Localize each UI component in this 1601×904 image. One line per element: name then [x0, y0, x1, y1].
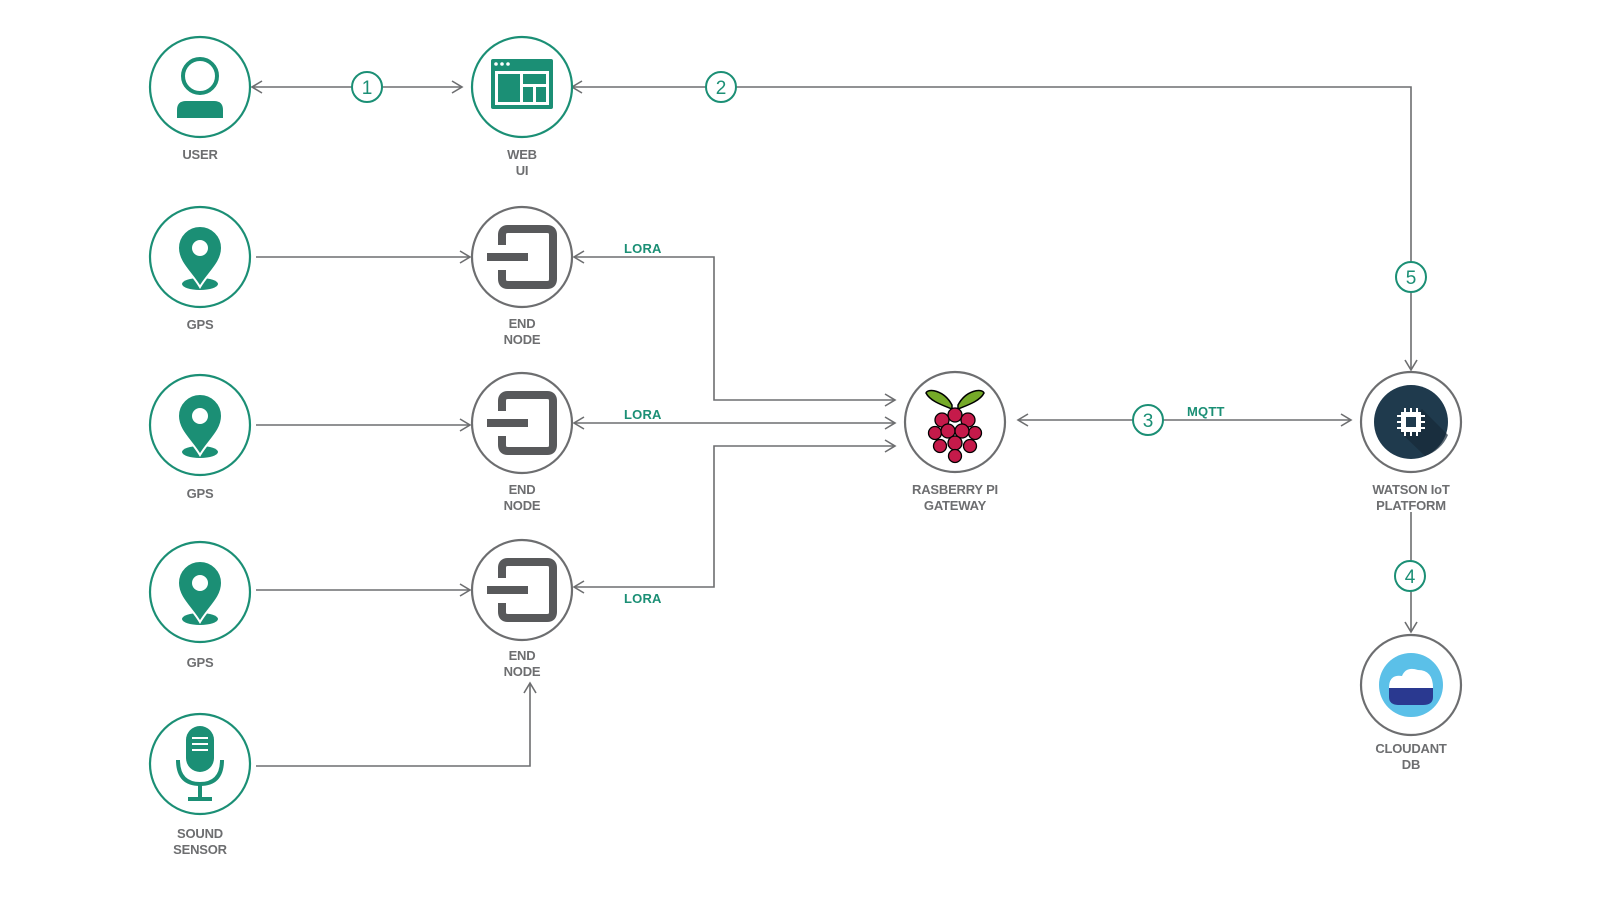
gps-label-1: GPS — [186, 317, 214, 332]
edge-label-lora-1: LORA — [624, 241, 662, 256]
user-node — [148, 35, 252, 139]
sound-sensor-node — [148, 712, 252, 816]
end-node-1 — [470, 205, 574, 309]
step-number: 5 — [1406, 268, 1417, 289]
step-badges: 1 2 3 4 5 — [351, 71, 1427, 592]
raspberry-pi-icon — [925, 389, 985, 464]
edge-watson-webui — [570, 80, 1418, 372]
gps-label-3: GPS — [186, 655, 214, 670]
sound-sensor-label: SOUND SENSOR — [173, 826, 227, 857]
watson-iot-label: WATSON IoT PLATFORM — [1372, 482, 1450, 513]
end-node-icon — [487, 558, 557, 622]
map-pin-icon — [176, 560, 224, 625]
step-number: 1 — [362, 78, 373, 99]
step-number: 3 — [1143, 411, 1154, 432]
step-badge-2: 2 — [705, 71, 737, 103]
web-ui-node — [470, 35, 574, 139]
connectors — [250, 80, 1418, 767]
step-badge-3: 3 — [1132, 404, 1164, 436]
end-node-3 — [470, 538, 574, 642]
edge-sound-endnode3 — [256, 681, 537, 767]
cloudant-label: CLOUDANT DB — [1375, 741, 1447, 772]
map-pin-icon — [176, 393, 224, 458]
chip-icon — [1397, 408, 1425, 436]
step-badge-4: 4 — [1394, 560, 1426, 592]
user-label: USER — [182, 147, 218, 162]
gps-node-3 — [148, 540, 252, 644]
end-node-label-2: END NODE — [503, 482, 541, 513]
map-pin-icon — [176, 225, 224, 290]
end-node-icon — [487, 391, 557, 455]
web-ui-icon — [491, 59, 553, 109]
edge-endnode3-gateway — [572, 439, 897, 594]
end-node-2 — [470, 371, 574, 475]
gps-node-2 — [148, 373, 252, 477]
step-badge-5: 5 — [1395, 261, 1427, 293]
user-icon — [177, 57, 223, 118]
edge-label-lora-3: LORA — [624, 591, 662, 606]
edge-endnode1-gateway — [572, 250, 897, 407]
watson-iot-node — [1359, 370, 1463, 474]
end-node-label-1: END NODE — [503, 316, 541, 347]
edge-label-lora-2: LORA — [624, 407, 662, 422]
gateway-node — [903, 370, 1007, 474]
cloudant-node — [1359, 633, 1463, 737]
cloudant-icon — [1379, 653, 1443, 717]
end-node-icon — [487, 225, 557, 289]
step-number: 4 — [1405, 567, 1416, 588]
gateway-label: RASBERRY PI GATEWAY — [912, 482, 998, 513]
step-number: 2 — [716, 78, 727, 99]
gps-label-2: GPS — [186, 486, 214, 501]
end-node-label-3: END NODE — [503, 648, 541, 679]
microphone-icon — [176, 726, 224, 801]
step-badge-1: 1 — [351, 71, 383, 103]
web-ui-label: WEB UI — [507, 147, 537, 178]
gps-node-1 — [148, 205, 252, 309]
edge-label-mqtt: MQTT — [1187, 404, 1225, 419]
